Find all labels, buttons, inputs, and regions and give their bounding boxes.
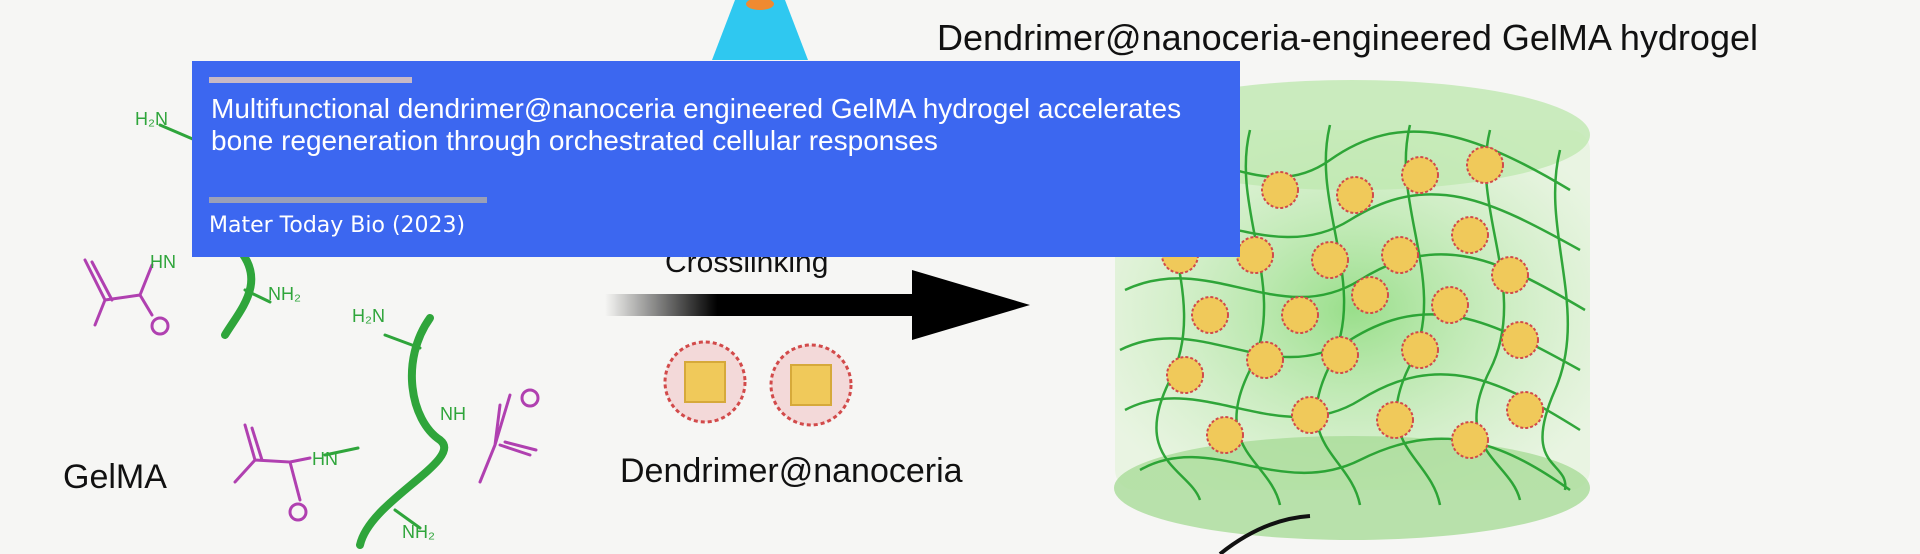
nanoceria-particle-icon (663, 340, 747, 424)
chem-label-nh2-bottom: NH₂ (402, 522, 435, 542)
chem-label-hn-left: HN (150, 252, 176, 272)
gelma-label: GelMA (63, 458, 167, 496)
nanoceria-particle-icon (769, 343, 853, 427)
chem-label-nh-mid: NH (440, 404, 466, 424)
article-title[interactable]: Multifunctional dendrimer@nanoceria engi… (211, 93, 1182, 156)
journal-citation: Mater Today Bio (2023) (209, 213, 466, 238)
chem-label-hn-bottom: HN (312, 449, 338, 469)
figure-heading: Dendrimer@nanoceria-engineered GelMA hyd… (937, 17, 1758, 58)
chem-label-h2n-top: H₂N (135, 109, 168, 129)
chem-label-h2n-mid: H₂N (352, 306, 385, 326)
crosslinking-arrow-icon (605, 270, 1030, 340)
nanoceria-label: Dendrimer@nanoceria (620, 452, 963, 490)
embedded-nanoceria-particles (1161, 146, 1544, 459)
connector-curve (1218, 514, 1311, 554)
chem-label-nh2-left: NH₂ (268, 284, 301, 304)
card-accent-bar (209, 77, 412, 83)
uv-lamp-icon (712, 0, 808, 60)
card-divider-bar (209, 197, 487, 203)
article-card[interactable]: Multifunctional dendrimer@nanoceria engi… (192, 61, 1240, 257)
